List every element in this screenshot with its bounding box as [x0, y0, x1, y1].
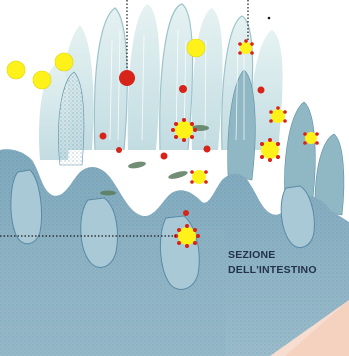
crypt — [11, 170, 42, 244]
section-caption: SEZIONE DELL'INTESTINO — [228, 248, 338, 278]
caption-line-1: SEZIONE — [228, 248, 338, 263]
complex — [303, 132, 319, 145]
caption-line-2: DELL'INTESTINO — [228, 263, 338, 278]
complex — [190, 170, 208, 184]
marker-dot — [268, 17, 271, 20]
crypt — [81, 198, 118, 267]
